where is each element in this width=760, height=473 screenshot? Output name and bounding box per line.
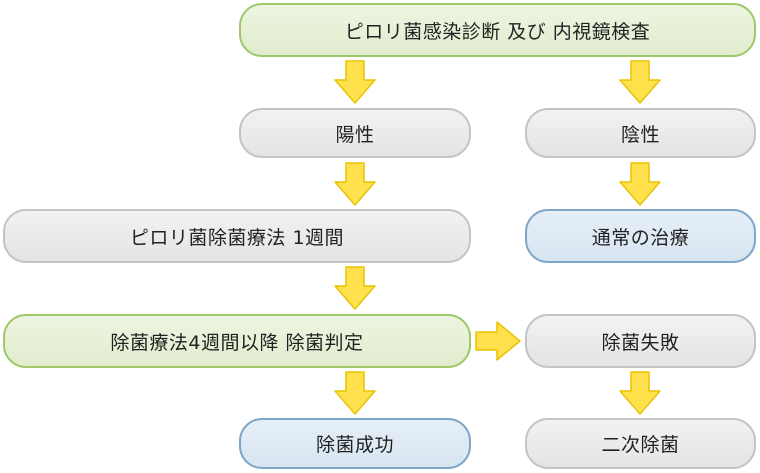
node-normal-treatment: 通常の治療 (525, 209, 756, 263)
node-secondary-eradication: 二次除菌 (525, 418, 756, 469)
arrow-diagnosis-to-negative (619, 60, 661, 104)
node-positive: 陽性 (239, 108, 471, 158)
arrow-judgement-to-success (334, 371, 376, 415)
node-negative: 陰性 (525, 108, 756, 158)
arrow-judgement-to-failure (475, 321, 521, 361)
arrow-diagnosis-to-positive (334, 60, 376, 104)
arrow-therapy-to-judgement (334, 266, 376, 310)
node-eradication-success: 除菌成功 (239, 418, 471, 469)
node-diagnosis: ピロリ菌感染診断 及び 内視鏡検査 (239, 3, 756, 57)
arrow-negative-to-normal (619, 162, 661, 206)
node-judgement: 除菌療法4週間以降 除菌判定 (3, 314, 471, 368)
arrow-failure-to-secondary (619, 371, 661, 415)
arrow-positive-to-therapy (334, 162, 376, 206)
node-eradication-therapy: ピロリ菌除菌療法 1週間 (3, 209, 471, 263)
node-eradication-failure: 除菌失敗 (525, 314, 756, 368)
